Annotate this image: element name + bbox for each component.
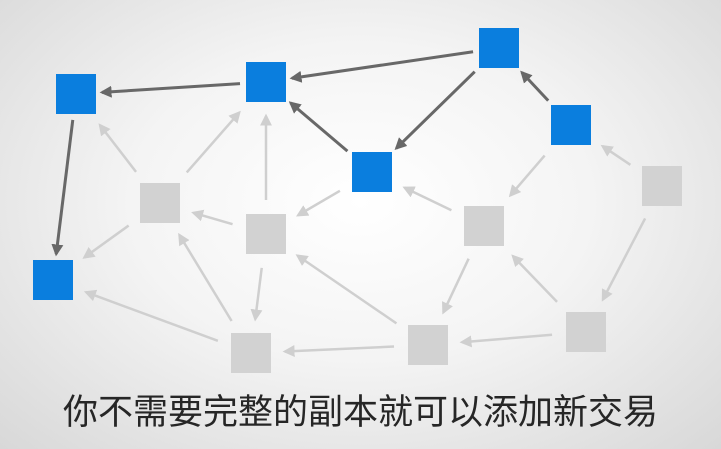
edge-g3-to-b5 [402,186,452,212]
edge-g4-to-g7 [601,217,647,302]
edge-b2-to-b1 [99,82,241,98]
edge-g5-to-b6 [83,289,219,342]
edge-b4-to-g3 [508,154,546,198]
inactive-node-g4 [642,166,682,206]
edge-b5-to-b2 [288,101,349,153]
active-node-b1 [56,74,96,114]
inactive-node-g7 [566,312,606,352]
edge-g5-to-g1 [178,232,233,322]
edge-b3-to-b5 [394,70,476,150]
active-node-b6 [33,260,73,300]
inactive-node-g5 [231,333,271,373]
nodes [33,28,682,373]
edge-g1-to-b2 [185,110,241,174]
edge-g7-to-g3 [511,254,558,303]
inactive-node-g6 [408,325,448,365]
edge-g2-to-g5 [250,267,263,322]
edge-g2-to-g1 [191,209,233,226]
inactive-node-g3 [464,206,504,246]
inactive-node-g2 [246,214,286,254]
active-node-b4 [551,105,591,145]
edge-g6-to-g5 [282,345,395,358]
edge-g1-to-b6 [82,224,130,259]
edge-b4-to-b3 [520,70,550,102]
edge-g7-to-g6 [459,333,553,348]
edge-g4-to-b4 [600,144,632,166]
caption-text: 你不需要完整的副本就可以添加新交易 [62,393,658,433]
active-node-b3 [479,28,519,68]
edge-b3-to-b2 [289,50,474,83]
edge-g6-to-g2 [295,254,398,325]
edge-b1-to-b6 [51,119,75,257]
active-node-b5 [352,152,392,192]
active-node-b2 [246,62,286,102]
active-edges [51,50,550,257]
inactive-edges [82,110,647,358]
inactive-node-g1 [140,183,180,223]
edge-b5-to-g2 [296,189,341,217]
edge-g1-to-b1 [98,123,138,173]
edge-g3-to-g6 [442,258,470,315]
